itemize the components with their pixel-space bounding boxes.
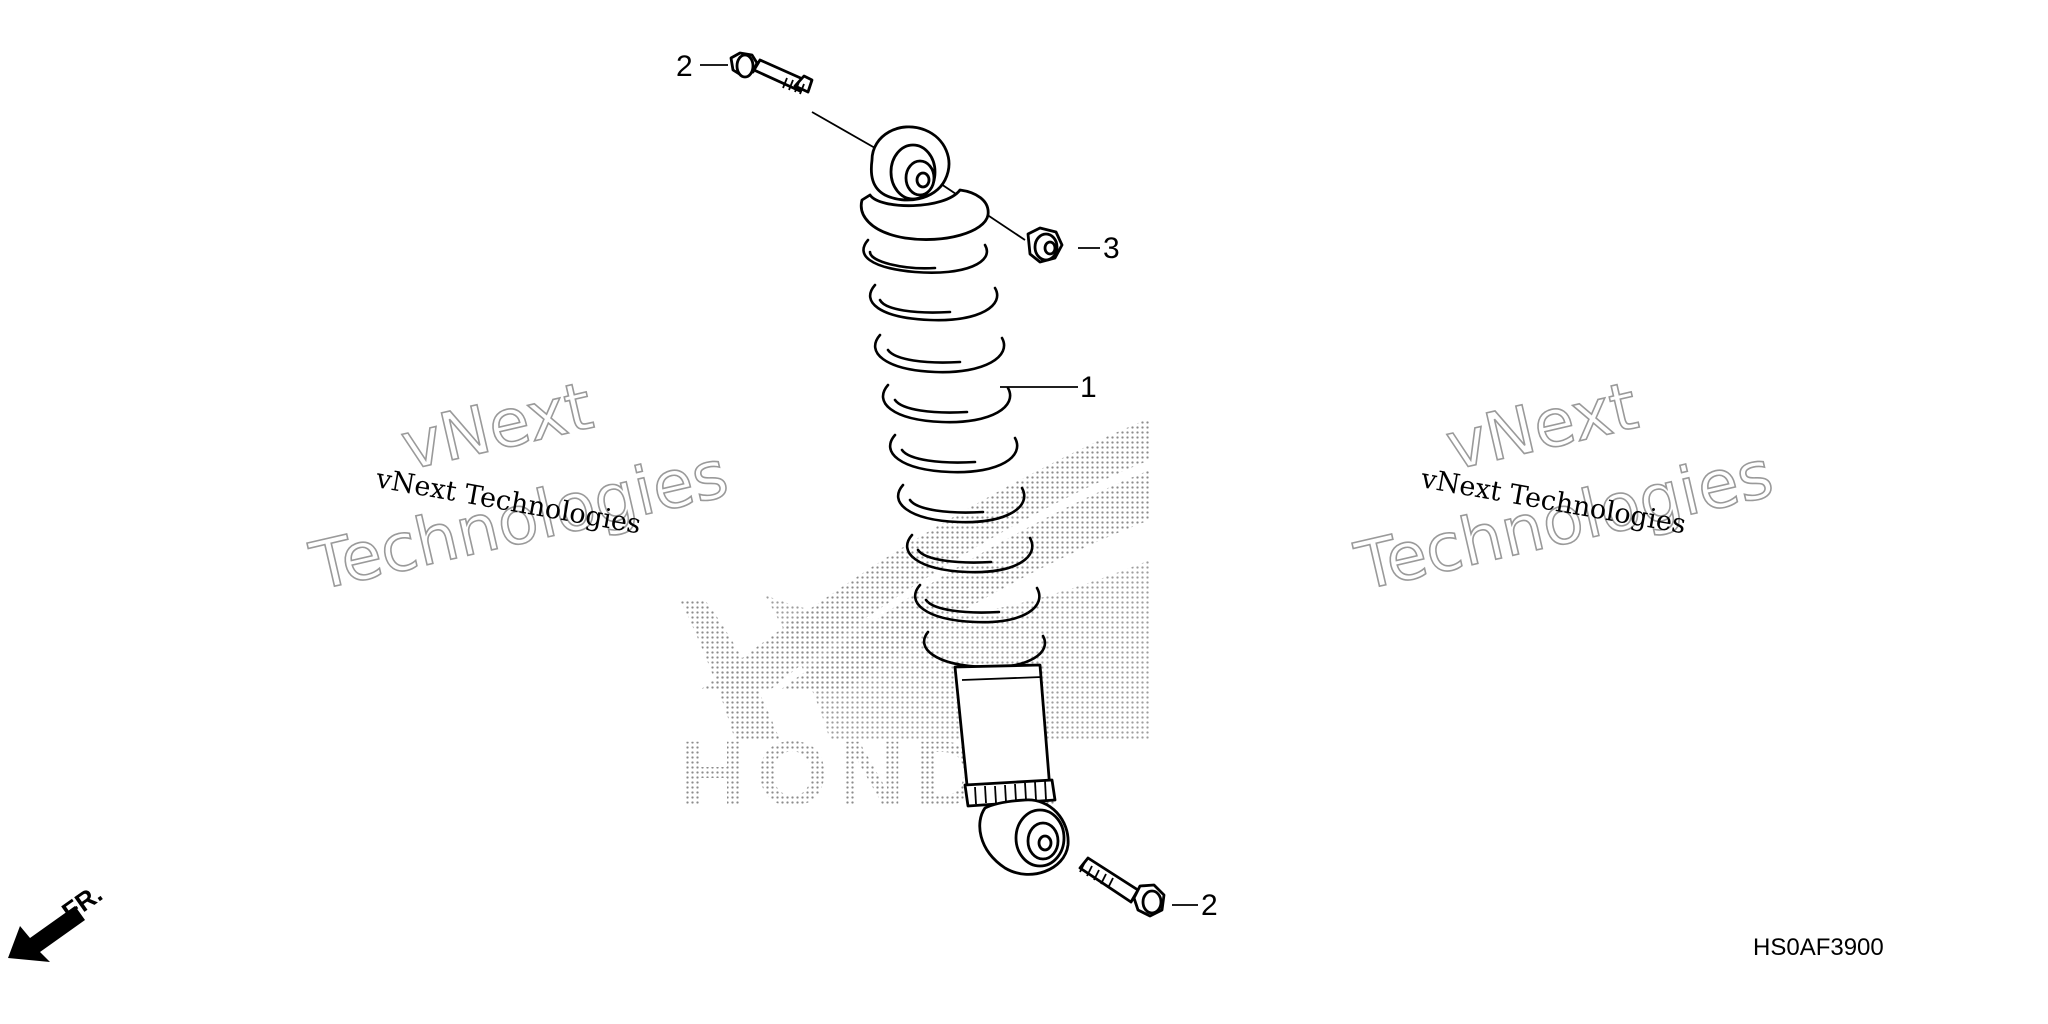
background-wing-logo: HONDA (680, 418, 1150, 825)
watermark-left: vNext Technologies vNext Technologies (303, 366, 736, 606)
callout-shock-absorber: 1 (1080, 371, 1097, 404)
diagram-code: HS0AF3900 (1753, 934, 1884, 961)
watermark-right: vNext Technologies vNext Technologies (1348, 366, 1781, 606)
arrow-left-down-icon (8, 906, 85, 962)
upper-bolt-part[interactable] (729, 51, 814, 95)
callout-upper-bolt: 2 (676, 50, 693, 83)
callout-lower-bolt: 2 (1201, 889, 1218, 922)
callout-nut: 3 (1103, 232, 1120, 265)
shock-absorber-part[interactable] (859, 125, 1070, 876)
front-direction-arrow: FR. (8, 878, 108, 962)
lower-bolt-part[interactable] (1078, 856, 1166, 918)
nut-part[interactable] (1026, 226, 1064, 264)
callouts: 2 3 1 2 (676, 50, 1218, 922)
watermark-right-large-1: vNext (1439, 367, 1644, 485)
watermark-left-large-1: vNext (394, 367, 599, 485)
